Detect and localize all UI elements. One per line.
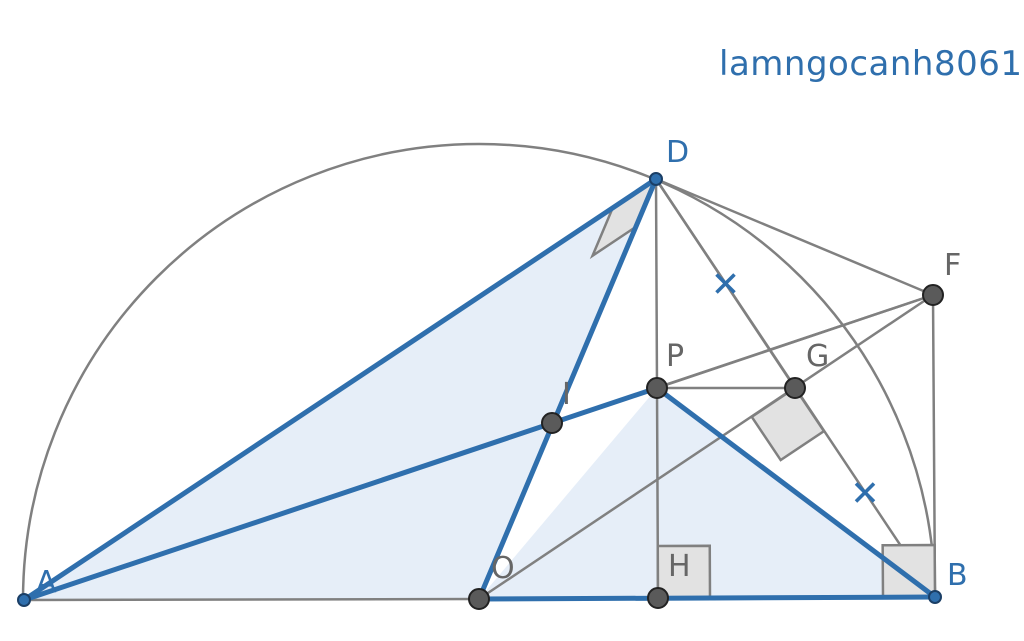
point-a: [17, 593, 31, 607]
point-f: [922, 284, 944, 306]
semicircle-arc: [21, 142, 937, 601]
point-i: [541, 412, 563, 434]
segment-pf: [655, 293, 935, 390]
label-p: P: [666, 339, 684, 374]
point-d: [649, 172, 663, 186]
tick-stroke: [854, 482, 876, 503]
right-angle-marks: [589, 175, 937, 600]
tick-stroke: [715, 273, 736, 294]
tick-gb: [854, 482, 876, 503]
label-a: A: [36, 565, 57, 600]
segment-ao: [22, 597, 481, 602]
label-f: F: [944, 248, 961, 283]
label-g: G: [806, 339, 829, 374]
point-labels: A B D F P G I O H: [36, 135, 968, 600]
equal-length-ticks: [715, 273, 876, 503]
point-o: [468, 588, 490, 610]
point-g: [784, 377, 806, 399]
tick-dg: [715, 273, 736, 294]
triangle-opb-fill: [479, 388, 935, 599]
segment-ad: [21, 176, 659, 603]
segment-pb: [654, 385, 938, 600]
segment-do: [476, 176, 659, 602]
segment-df: [654, 177, 935, 297]
segment-of: [477, 293, 935, 601]
label-i: I: [562, 377, 571, 412]
segment-ob: [476, 594, 938, 602]
point-p: [646, 377, 668, 399]
semicircle: [21, 142, 937, 601]
points: [17, 172, 944, 610]
point-b: [928, 590, 942, 604]
point-h: [647, 587, 669, 609]
label-b: B: [947, 558, 968, 593]
right-angle-mark-g: [750, 386, 826, 462]
author-watermark: lamngocanh8061: [719, 44, 1023, 84]
label-o: O: [491, 551, 515, 586]
label-h: H: [668, 549, 691, 584]
label-d: D: [666, 135, 689, 170]
